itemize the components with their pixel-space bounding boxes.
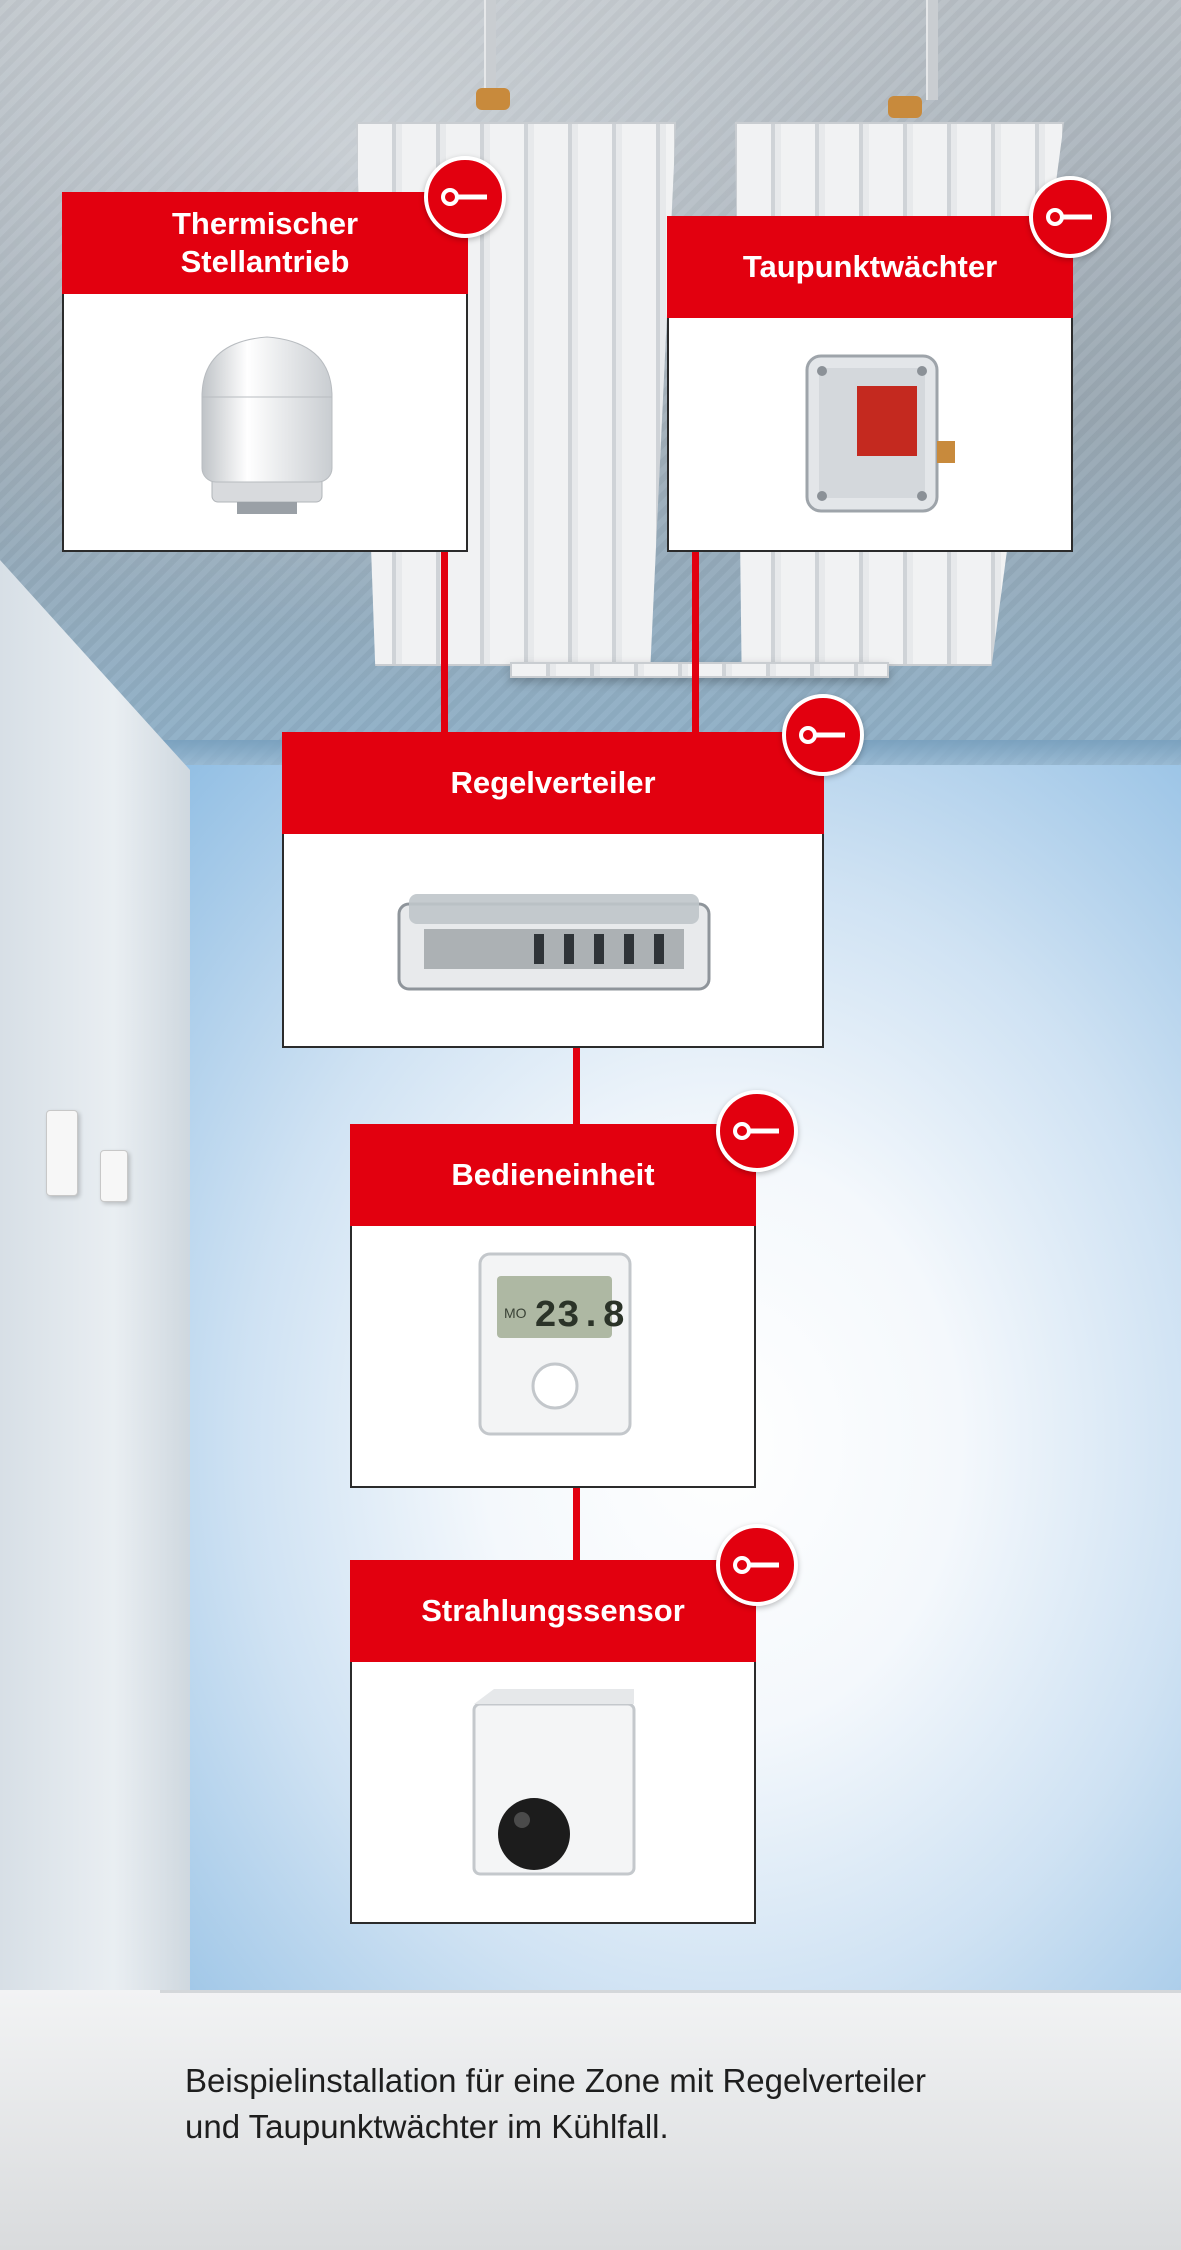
wall-thermostat-small — [46, 1110, 78, 1196]
floor — [0, 1990, 1181, 2250]
key-badge-taupunktwaechter[interactable] — [1029, 176, 1111, 258]
wall-sensor-small — [100, 1150, 128, 1202]
key-icon — [733, 1122, 779, 1140]
connector-regelverteiler-bedieneinheit — [573, 1048, 580, 1124]
card-taupunktwaechter: Taupunktwächter — [667, 216, 1073, 552]
key-icon — [441, 188, 487, 206]
card-title-line2: Stellantrieb — [180, 244, 350, 279]
card-header: Regelverteiler — [282, 732, 824, 834]
key-icon — [733, 1556, 779, 1574]
card-title: Regelverteiler — [450, 765, 656, 800]
card-header: Strahlungssensor — [350, 1560, 756, 1662]
thermostat-display-prefix: MO — [504, 1305, 527, 1321]
caption: Beispielinstallation für eine Zone mit R… — [185, 2058, 1105, 2150]
card-bedieneinheit: Bedieneinheit MO 23.8 — [350, 1124, 756, 1488]
ceiling-pipe-right — [926, 0, 938, 100]
card-title: Bedieneinheit — [451, 1157, 655, 1192]
key-badge-strahlungssensor[interactable] — [716, 1524, 798, 1606]
connector-taupunkt-regelverteiler — [692, 552, 699, 732]
actuator-image — [201, 336, 333, 514]
card-header: Thermischer Stellantrieb — [62, 192, 468, 294]
key-icon — [799, 726, 845, 744]
floor-edge — [160, 1990, 1181, 1993]
valve-left — [476, 88, 510, 110]
control-distributor-image — [397, 894, 711, 991]
ceiling-panel-rail — [510, 662, 889, 678]
left-wall — [0, 560, 190, 1990]
card-header: Bedieneinheit — [350, 1124, 756, 1226]
caption-line2: und Taupunktwächter im Kühlfall. — [185, 2108, 669, 2145]
ceiling-pipe-left — [484, 0, 496, 110]
radiation-sensor-image — [472, 1689, 636, 1876]
card-title-line1: Thermischer — [171, 206, 359, 241]
thermostat-display-value: 23.8 — [534, 1295, 625, 1338]
card-title: Taupunktwächter — [742, 249, 998, 284]
key-badge-thermischer-stellantrieb[interactable] — [424, 156, 506, 238]
card-strahlungssensor: Strahlungssensor — [350, 1560, 756, 1924]
dew-point-monitor-image — [805, 354, 955, 513]
card-thermischer-stellantrieb: Thermischer Stellantrieb — [62, 192, 468, 552]
thermostat-image: MO 23.8 — [478, 1252, 632, 1436]
card-header: Taupunktwächter — [667, 216, 1073, 318]
key-badge-bedieneinheit[interactable] — [716, 1090, 798, 1172]
key-icon — [1046, 208, 1092, 226]
card-regelverteiler: Regelverteiler — [282, 732, 824, 1048]
key-badge-regelverteiler[interactable] — [782, 694, 864, 776]
valve-right — [888, 96, 922, 118]
card-title: Strahlungssensor — [421, 1593, 685, 1628]
connector-bedieneinheit-strahlungssensor — [573, 1488, 580, 1560]
caption-line1: Beispielinstallation für eine Zone mit R… — [185, 2062, 927, 2099]
connector-stellantrieb-regelverteiler — [441, 552, 448, 732]
